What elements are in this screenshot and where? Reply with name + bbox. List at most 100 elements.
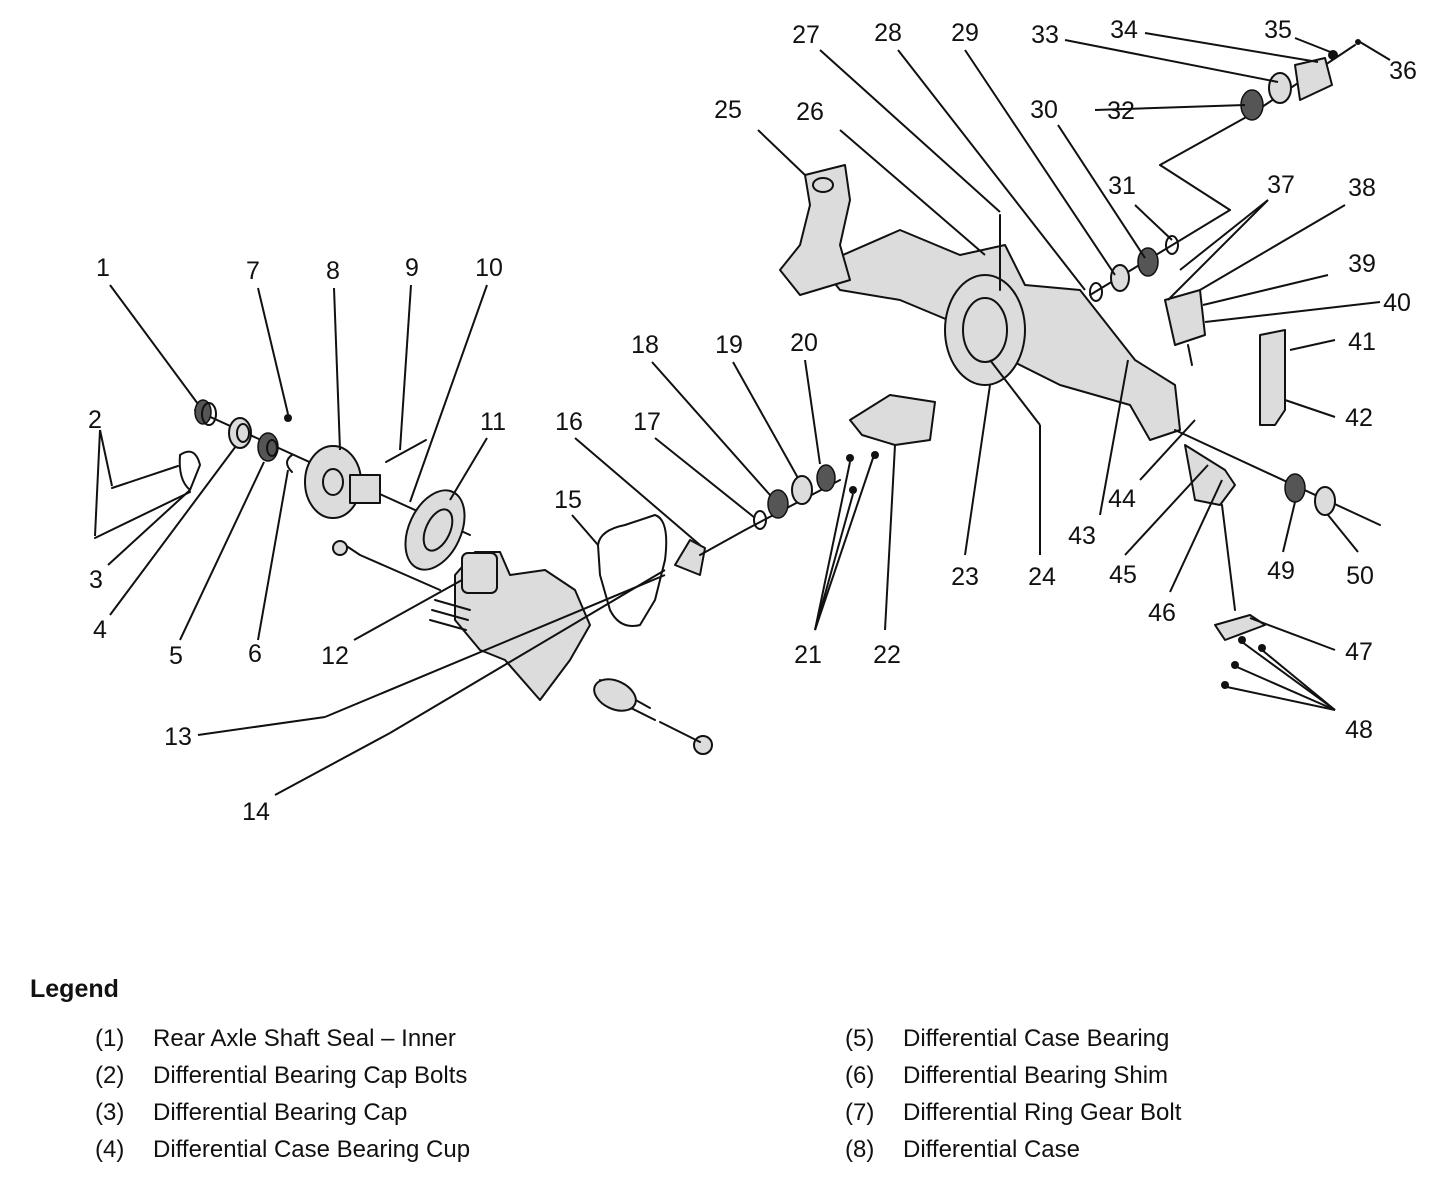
callout-label: 11 [480, 408, 506, 436]
callout-label: 34 [1110, 16, 1138, 44]
legend-item: (3) Differential Bearing Cap [95, 1099, 470, 1136]
callout-label: 7 [246, 257, 260, 285]
shield-plate [1259, 329, 1286, 426]
legend-item: (1) Rear Axle Shaft Seal – Inner [95, 1025, 470, 1062]
legend-item: (4) Differential Case Bearing Cup [95, 1136, 470, 1173]
legend-item-text: Differential Case Bearing Cup [153, 1136, 471, 1163]
exploded-axle-diagram: 1 2 3 4 5 6 7 8 9 10 11 12 13 14 15 16 1… [88, 16, 1417, 826]
legend-item: (8) Differential Case [845, 1136, 1181, 1173]
callout-label: 17 [633, 408, 661, 436]
mounting-bracket [1164, 289, 1206, 346]
pinion-seal [816, 464, 836, 492]
callout-label: 29 [951, 19, 979, 47]
bearing-cup-outer [791, 475, 813, 505]
callout-label: 14 [242, 798, 270, 826]
callout-label: 40 [1383, 289, 1411, 317]
legend-column-right: (5) Differential Case Bearing (6) Differ… [845, 1025, 1181, 1173]
callout-label: 4 [93, 616, 107, 644]
callout-label: 38 [1348, 174, 1376, 202]
callout-label: 30 [1030, 96, 1058, 124]
spring-bracket [779, 164, 851, 296]
legend: Legend (1) Rear Axle Shaft Seal – Inner … [30, 975, 1430, 1175]
callout-label: 15 [554, 486, 582, 514]
callout-label: 21 [794, 641, 822, 669]
legend-item-number: (5) [845, 1025, 875, 1052]
callout-label: 49 [1267, 557, 1295, 585]
bearing-cap-bolt [111, 465, 179, 489]
bearing-shim [286, 454, 293, 473]
lower-bracket [1214, 614, 1266, 641]
legend-item-text: Differential Bearing Cap [153, 1099, 408, 1126]
legend-item-text: Differential Bearing Shim [903, 1062, 1169, 1089]
callout-label: 23 [951, 563, 979, 591]
callout-label: 2 [88, 406, 102, 434]
leader-lines [94, 32, 1391, 796]
legend-item-text: Differential Ring Gear Bolt [903, 1099, 1182, 1126]
callout-label: 6 [248, 640, 262, 668]
legend-item: (5) Differential Case Bearing [845, 1025, 1181, 1062]
bearing-cap-bolt [94, 491, 191, 539]
legend-item-number: (7) [845, 1099, 875, 1126]
ring-gear-bolt [284, 414, 292, 422]
callout-label: 3 [89, 566, 103, 594]
bearing-cap [178, 450, 201, 491]
drive-pinion [674, 539, 706, 576]
legend-item: (7) Differential Ring Gear Bolt [845, 1099, 1181, 1136]
callout-label: 48 [1345, 716, 1373, 744]
pinion-spacer [753, 510, 767, 530]
callout-label: 31 [1108, 172, 1136, 200]
legend-item-number: (3) [95, 1099, 125, 1126]
legend-item-text: Rear Axle Shaft Seal – Inner [153, 1025, 456, 1052]
pinion-bearing [767, 489, 789, 519]
callout-label: 27 [792, 21, 820, 49]
pinion-shaft-pin [385, 439, 427, 463]
legend-title: Legend [30, 975, 119, 1003]
legend-item: (2) Differential Bearing Cap Bolts [95, 1062, 470, 1099]
callout-label: 36 [1389, 57, 1417, 85]
ring-gear [404, 489, 466, 571]
legend-item-number: (4) [95, 1136, 125, 1163]
callout-label: 5 [169, 642, 183, 670]
callout-label: 35 [1264, 16, 1292, 44]
callout-label: 22 [873, 641, 901, 669]
spring-seat [1184, 444, 1236, 506]
callout-label: 16 [555, 408, 583, 436]
callout-label: 47 [1345, 638, 1373, 666]
callout-label: 45 [1109, 561, 1137, 589]
legend-item-text: Differential Case Bearing [903, 1025, 1170, 1052]
callout-label: 46 [1148, 599, 1176, 627]
callout-label: 26 [796, 98, 824, 126]
callout-label: 25 [714, 96, 742, 124]
callout-label: 37 [1267, 171, 1295, 199]
legend-item-number: (6) [845, 1062, 875, 1089]
callout-labels: 1 2 3 4 5 6 7 8 9 10 11 12 13 14 15 16 1… [88, 16, 1417, 826]
callout-label: 42 [1345, 404, 1373, 432]
callout-label: 50 [1346, 562, 1374, 590]
callout-label: 1 [96, 254, 110, 282]
differential-carrier [944, 274, 1026, 386]
callout-label: 8 [326, 257, 340, 285]
bearing-cup [228, 417, 252, 449]
callout-label: 28 [874, 19, 902, 47]
callout-label: 32 [1107, 97, 1135, 125]
bracket [849, 394, 936, 446]
callout-label: 13 [164, 723, 192, 751]
callout-label: 9 [405, 254, 419, 282]
legend-item-number: (8) [845, 1136, 875, 1163]
legend-item: (6) Differential Bearing Shim [845, 1062, 1181, 1099]
callout-label: 44 [1108, 485, 1136, 513]
callout-label: 12 [321, 642, 349, 670]
legend-item-number: (1) [95, 1025, 125, 1052]
callout-label: 18 [631, 331, 659, 359]
callout-label: 10 [475, 254, 503, 282]
callout-label: 41 [1348, 328, 1376, 356]
cover-gasket [597, 514, 668, 627]
legend-column-left: (1) Rear Axle Shaft Seal – Inner (2) Dif… [95, 1025, 470, 1173]
callout-label: 19 [715, 331, 743, 359]
callout-label: 43 [1068, 522, 1096, 550]
callout-label: 33 [1031, 21, 1059, 49]
legend-item-number: (2) [95, 1062, 125, 1089]
callout-label: 39 [1348, 250, 1376, 278]
callout-label: 24 [1028, 563, 1056, 591]
part-shapes [94, 39, 1381, 755]
